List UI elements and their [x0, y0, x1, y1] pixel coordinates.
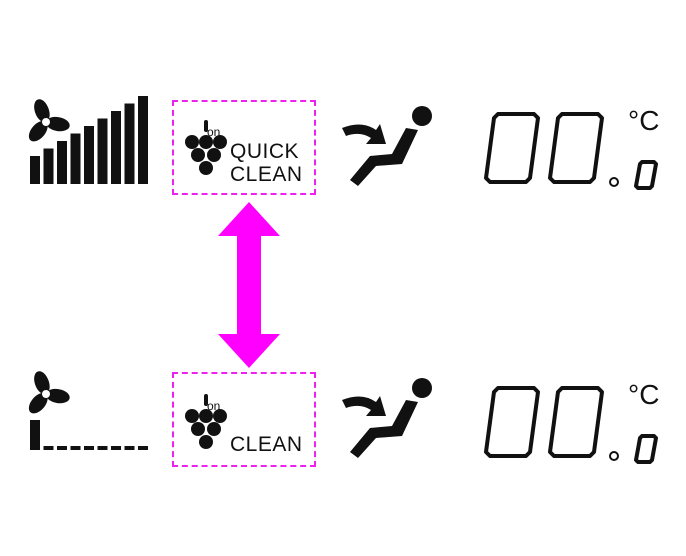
fan-level-bar: [30, 156, 40, 184]
fan-icon: [28, 371, 70, 414]
fan-level-bar: [43, 148, 54, 184]
grape-icon: [185, 394, 227, 449]
fan-level-bar: [124, 446, 135, 450]
fan-level-bar: [84, 126, 94, 184]
fan-level-bar: [138, 96, 148, 184]
mode-label-line-1: QUICK: [230, 140, 300, 163]
fan-icon: [28, 99, 70, 142]
fan-level-bar: [97, 118, 108, 184]
airflow-seat-icon: [342, 378, 432, 458]
fan-level-bar: [111, 111, 121, 184]
airflow-seat-icon: [342, 106, 432, 186]
temperature-display: °C: [484, 105, 659, 190]
fan-level-bar: [111, 446, 121, 450]
fan-level-bar: [97, 446, 108, 450]
fan-level-bar: [138, 446, 148, 450]
fan-level-bar: [43, 446, 54, 450]
fan-level-bars: [30, 96, 148, 184]
fan-level-bar: [30, 420, 40, 450]
fan-level-bar: [70, 133, 81, 184]
fan-level-bar: [70, 446, 81, 450]
fan-level-bar: [57, 446, 67, 450]
quick-clean-mode-box: on QUICK CLEAN: [172, 100, 316, 195]
temperature-unit: °C: [628, 379, 659, 410]
fan-level-bar: [84, 446, 94, 450]
clean-mode-box: on CLEAN: [172, 372, 316, 467]
fan-level-bar: [57, 141, 67, 184]
mode-label-line-1: CLEAN: [230, 433, 303, 456]
state-row-clean: on CLEAN °C: [0, 360, 686, 480]
grape-icon: [185, 120, 227, 175]
mode-label-line-2: CLEAN: [230, 163, 303, 186]
on-label: on: [207, 125, 221, 139]
on-label: on: [207, 399, 221, 413]
temperature-display: °C: [484, 379, 659, 464]
fan-level-bar: [124, 103, 135, 184]
temperature-unit: °C: [628, 105, 659, 136]
state-row-quick-clean: on QUICK CLEAN °C: [0, 90, 686, 210]
fan-level-bars: [30, 420, 148, 450]
double-arrow-icon: [218, 202, 280, 368]
